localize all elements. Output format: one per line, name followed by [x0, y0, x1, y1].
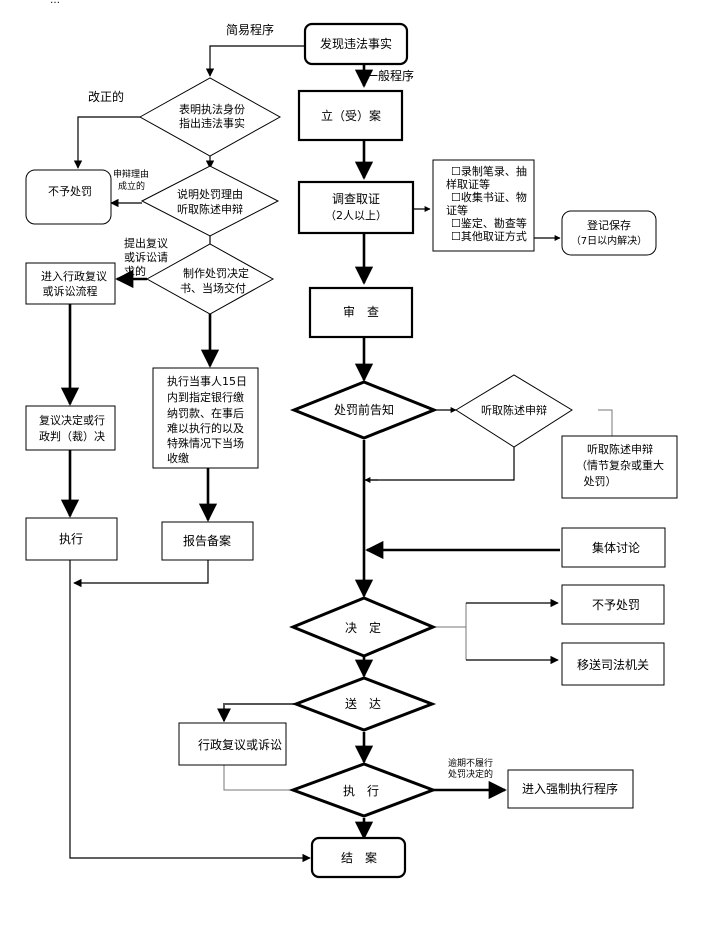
node-register-l2: （7日以内解决） [571, 234, 647, 247]
node-transfer-label: 移送司法机关 [577, 657, 649, 672]
evidence-l6: ☐其他取证方式 [451, 229, 527, 243]
node-explain: 说明处罚理由 听取陈述申辩 [140, 165, 280, 237]
evidence-l2: 样取证等 [446, 177, 490, 191]
node-report: 报告备案 [161, 521, 254, 561]
node-pay-l2: 内到指定银行缴 [167, 390, 244, 404]
node-simple-check-l2: 指出违法事实 [179, 116, 245, 130]
node-register: 登记保存 （7日以内解决） [561, 210, 657, 256]
node-execute-left: 执行 [25, 517, 118, 561]
node-enter-review-l1: 进入行政复议 [41, 269, 107, 283]
node-file-case-label: 立（受）案 [321, 108, 381, 123]
node-pay-l5: 特殊情况下当场 [167, 436, 244, 450]
node-simple-check-l1: 表明执法身份 [179, 102, 245, 116]
node-execute-left-label: 执行 [59, 532, 83, 546]
node-enter-review-l2: 或诉讼流程 [43, 284, 98, 298]
node-simple-check: 表明执法身份 指出违法事实 [138, 77, 282, 157]
node-admin-review: 行政复议或诉讼 [178, 722, 287, 766]
connectors [60, 45, 613, 863]
node-deliver-label: 送 达 [345, 696, 381, 711]
node-decide-label: 决 定 [345, 620, 381, 635]
node-deliver: 送 达 [291, 676, 437, 732]
hear-plea-box-l2: （情节复杂或重大 [576, 458, 664, 472]
node-pay-l3: 纳罚款、在事后 [167, 406, 244, 420]
node-evidence-methods: ☐录制笔录、抽 样取证等 ☐收集书证、物 证等 ☐鉴定、勘查等 ☐其他取证方式 [432, 159, 535, 252]
node-execute: 执 行 [288, 762, 438, 818]
node-explain-l2: 听取陈述申辩 [177, 202, 243, 216]
label-overdue-l1: 逾期不履行 [448, 757, 493, 769]
node-report-label: 报告备案 [183, 533, 231, 548]
node-no-penalty-left: 不予处罚 [25, 169, 112, 225]
header-fragment: … [50, 0, 60, 6]
node-pre-notice: 处罚前告知 [289, 380, 439, 440]
node-group-discussion: 集体讨论 [561, 527, 666, 568]
node-discover: 发现违法事实 [303, 22, 409, 66]
evidence-l1: ☐录制笔录、抽 [451, 164, 527, 178]
label-appeal-l1: 提出复议 [124, 236, 168, 250]
node-close-label: 结 案 [341, 850, 377, 865]
evidence-l5: ☐鉴定、勘查等 [451, 216, 527, 230]
node-no-penalty-right-label: 不予处罚 [592, 598, 640, 612]
node-review-decision-l1: 复议决定或行 [39, 413, 105, 427]
label-corrected: 改正的 [88, 89, 124, 104]
node-make-decision: 制作处罚决定 书、当场交付 [145, 243, 275, 315]
node-make-decision-l2: 书、当场交付 [180, 281, 246, 295]
label-appeal-l2: 或诉讼请 [124, 251, 168, 264]
label-reason-l2: 成立的 [118, 180, 145, 192]
node-pay-l1: 执行当事人15日 [167, 374, 247, 388]
label-simple-procedure: 简易程序 [226, 22, 274, 37]
node-investigate-l2: （2人以上） [325, 209, 387, 222]
node-pay-l4: 难以执行的以及 [167, 421, 244, 435]
node-investigate-l1: 调查取证 [332, 192, 380, 206]
node-enforce: 进入强制执行程序 [507, 769, 634, 809]
node-enter-review: 进入行政复议 或诉讼流程 [25, 262, 116, 305]
hear-plea-box-l3: 处罚） [584, 475, 617, 488]
node-admin-review-label: 行政复议或诉讼 [198, 738, 282, 752]
node-execute-label: 执 行 [343, 784, 379, 798]
node-file-case: 立（受）案 [297, 89, 404, 142]
node-make-decision-l1: 制作处罚决定 [183, 266, 249, 280]
label-general-procedure: 一般程序 [366, 68, 414, 83]
node-group-discussion-label: 集体讨论 [592, 540, 640, 555]
node-discover-label: 发现违法事实 [320, 36, 392, 51]
node-review: 审 查 [308, 286, 414, 339]
node-transfer: 移送司法机关 [561, 642, 665, 686]
node-close: 结 案 [310, 836, 407, 879]
hear-plea-box-l1: 听取陈述申辩 [587, 442, 653, 456]
node-pre-notice-label: 处罚前告知 [334, 402, 394, 417]
evidence-l4: 证等 [446, 203, 468, 217]
label-overdue-l2: 处罚决定的 [448, 768, 493, 780]
node-register-l1: 登记保存 [587, 218, 631, 232]
label-appeal-l3: 求的 [124, 264, 146, 278]
node-no-penalty-left-label: 不予处罚 [48, 185, 92, 198]
node-hear-plea: 听取陈述申辩 [455, 374, 573, 448]
label-reason-l1: 申辩理由 [113, 168, 149, 180]
node-review-decision-l2: 政判（裁）决 [39, 429, 105, 443]
node-pay: 执行当事人15日 内到指定银行缴 纳罚款、在事后 难以执行的以及 特殊情况下当场… [152, 367, 259, 469]
node-enforce-label: 进入强制执行程序 [522, 781, 618, 796]
node-hear-plea-label: 听取陈述申辩 [481, 403, 547, 417]
evidence-l3: ☐收集书证、物 [451, 190, 527, 204]
node-hear-plea-box: 听取陈述申辩 （情节复杂或重大 处罚） [561, 435, 678, 499]
node-no-penalty-right: 不予处罚 [561, 584, 665, 625]
node-review-label: 审 查 [343, 304, 379, 319]
node-review-decision: 复议决定或行 政判（裁）决 [25, 405, 116, 451]
node-decide: 决 定 [289, 596, 437, 658]
node-explain-l1: 说明处罚理由 [177, 187, 243, 201]
node-pay-l6: 收缴 [167, 451, 189, 465]
node-investigate: 调查取证 （2人以上） [297, 180, 415, 235]
